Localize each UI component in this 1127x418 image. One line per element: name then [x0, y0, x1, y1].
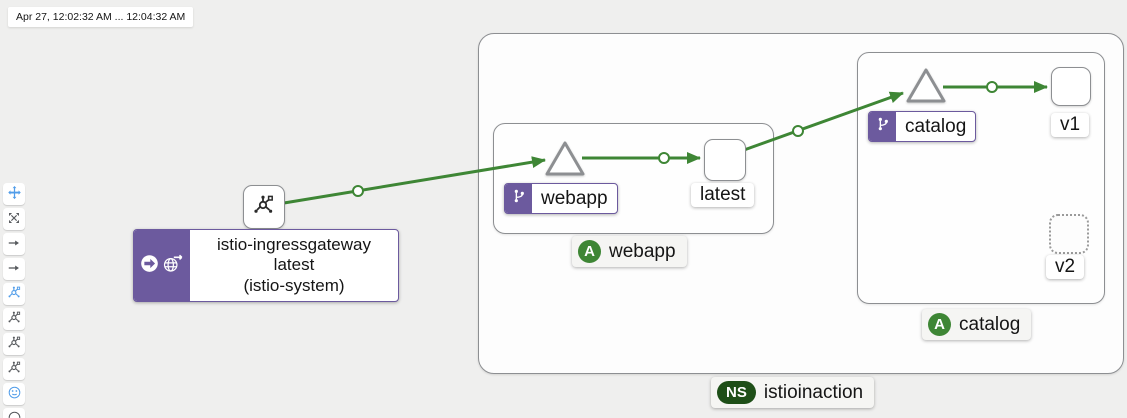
pan-button[interactable] — [3, 183, 25, 205]
ingress-name: istio-ingressgateway — [216, 234, 371, 254]
network-graph-icon — [7, 360, 22, 378]
network-graph-icon — [7, 285, 22, 303]
node-catalog-v2[interactable] — [1049, 214, 1089, 254]
zoom-to-fit-button[interactable] — [3, 208, 25, 230]
ingress-version: latest — [273, 255, 315, 275]
node-webapp-latest[interactable] — [704, 139, 746, 181]
layout-button-4[interactable] — [3, 358, 25, 380]
layout-button-2[interactable] — [3, 308, 25, 330]
root-arrow-circle-icon — [140, 254, 159, 278]
app-badge-icon: A — [928, 313, 951, 336]
network-graph-icon — [7, 310, 22, 328]
layout-button-3[interactable] — [3, 333, 25, 355]
expand-arrows-icon — [7, 211, 21, 228]
code-branch-icon — [511, 188, 527, 209]
label-webapp-service[interactable]: webapp — [504, 183, 618, 214]
webapp-service-name: webapp — [541, 187, 608, 209]
move-icon — [7, 185, 22, 203]
end-arrow-button-1[interactable] — [3, 233, 25, 255]
mesh-network-icon — [252, 193, 276, 222]
node-webapp-service[interactable] — [543, 139, 587, 179]
arrow-right-icon — [7, 261, 21, 278]
node-istio-ingressgateway[interactable] — [243, 185, 285, 229]
arrow-right-icon — [7, 236, 21, 253]
label-webapp-latest[interactable]: latest — [691, 183, 755, 207]
catalog-service-name: catalog — [905, 115, 967, 137]
ingress-namespace: (istio-system) — [243, 275, 345, 295]
extra-tool-button[interactable] — [3, 408, 25, 418]
graph-toolbar — [3, 183, 25, 418]
app-badge-catalog[interactable]: A catalog — [922, 309, 1032, 340]
legend-icon — [7, 385, 22, 403]
code-branch-icon — [875, 116, 891, 137]
app-badge-icon: A — [578, 240, 601, 263]
end-arrow-button-2[interactable] — [3, 258, 25, 280]
namespace-badge-istioinaction[interactable]: NS istioinaction — [711, 377, 875, 408]
label-catalog-v1[interactable]: v1 — [1051, 113, 1090, 137]
time-range-label: Apr 27, 12:02:32 AM ... 12:04:32 AM — [8, 7, 194, 27]
legend-button[interactable] — [3, 383, 25, 405]
node-catalog-service[interactable] — [904, 66, 948, 106]
app-badge-webapp[interactable]: A webapp — [572, 236, 687, 267]
edge-waypoint[interactable] — [352, 185, 364, 197]
ns-badge-icon: NS — [717, 381, 756, 404]
label-catalog-service[interactable]: catalog — [868, 111, 977, 142]
circle-icon — [7, 410, 22, 418]
gateway-globe-icon — [161, 252, 184, 280]
ns-badge-name: istioinaction — [763, 381, 864, 403]
app-badge-name: webapp — [609, 240, 676, 262]
network-graph-icon — [7, 335, 22, 353]
app-badge-name: catalog — [959, 313, 1021, 335]
label-istio-ingressgateway[interactable]: istio-ingressgateway latest (istio-syste… — [133, 229, 399, 302]
layout-button-1[interactable] — [3, 283, 25, 305]
label-catalog-v2[interactable]: v2 — [1046, 255, 1085, 279]
node-catalog-v1[interactable] — [1051, 67, 1091, 106]
